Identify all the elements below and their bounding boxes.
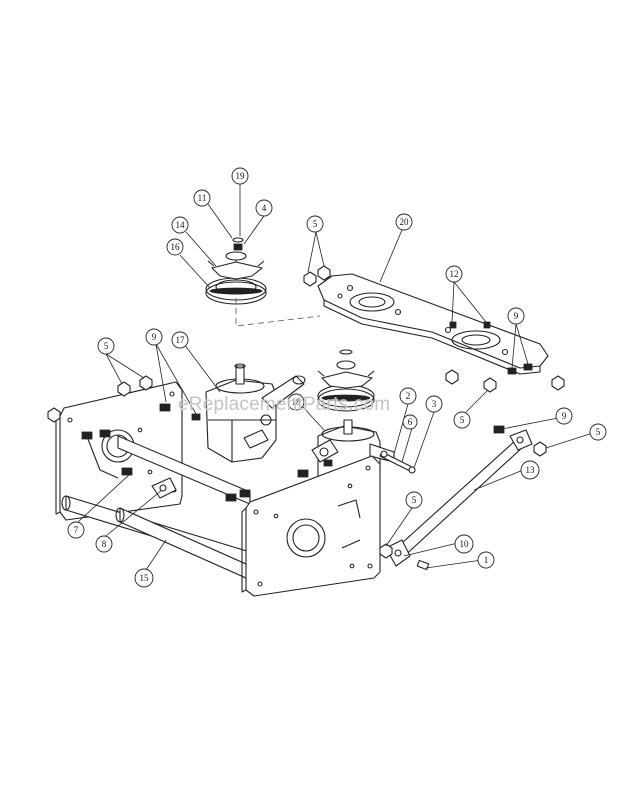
svg-text:19: 19: [236, 171, 246, 181]
callout-2: 2: [399, 387, 417, 405]
callout-18: 18: [287, 393, 305, 411]
callout-17: 17: [171, 331, 189, 349]
callout-14: 14: [171, 216, 189, 234]
right-side-plate: [241, 455, 381, 597]
svg-text:18: 18: [292, 397, 302, 407]
svg-text:9: 9: [514, 311, 519, 321]
callout-7: 7: [67, 521, 85, 539]
callout-9-right: 9: [507, 307, 525, 325]
svg-text:16: 16: [171, 242, 181, 252]
cross-tubes: [61, 435, 265, 587]
callout-4-top: 4: [255, 199, 273, 217]
svg-text:9: 9: [562, 411, 567, 421]
svg-text:5: 5: [596, 427, 601, 437]
svg-text:17: 17: [176, 335, 186, 345]
callout-5-mid: 5: [453, 411, 471, 429]
left-gearbox: [205, 363, 306, 463]
callout-15: 15: [134, 568, 154, 588]
drive-rod: [379, 450, 416, 474]
callouts: 19 11 4 14 16 5 20 12: [67, 167, 607, 588]
callout-1: 1: [477, 551, 495, 569]
callout-5-bottom: 5: [405, 491, 423, 509]
callout-20: 20: [395, 213, 413, 231]
svg-text:5: 5: [313, 219, 318, 229]
svg-text:2: 2: [406, 391, 411, 401]
callout-11: 11: [193, 189, 211, 207]
mounting-plate: [317, 273, 549, 375]
callout-9-lower: 9: [555, 407, 573, 425]
svg-text:4: 4: [262, 203, 267, 213]
svg-text:11: 11: [198, 193, 207, 203]
top-pulley-assembly: [205, 237, 321, 327]
callout-19: 19: [231, 167, 249, 185]
svg-text:13: 13: [526, 465, 536, 475]
svg-text:6: 6: [408, 417, 413, 427]
svg-text:12: 12: [450, 269, 459, 279]
callout-5-far: 5: [589, 423, 607, 441]
callout-6: 6: [402, 414, 418, 430]
svg-text:5: 5: [104, 341, 109, 351]
svg-text:5: 5: [412, 495, 417, 505]
callout-12: 12: [445, 265, 463, 283]
watermark-text: eReplacementParts.com: [178, 394, 390, 415]
svg-text:15: 15: [140, 573, 150, 583]
callout-16: 16: [166, 238, 184, 256]
callout-10: 10: [454, 534, 474, 554]
svg-text:14: 14: [176, 220, 186, 230]
svg-text:1: 1: [484, 555, 489, 565]
callout-9-left: 9: [145, 328, 163, 346]
leader-lines: [77, 184, 597, 571]
svg-text:20: 20: [400, 217, 410, 227]
link-rod: [385, 429, 533, 571]
callout-5-top: 5: [306, 215, 324, 233]
callout-13: 13: [520, 460, 540, 480]
callout-3: 3: [425, 395, 443, 413]
callout-5-left: 5: [97, 337, 115, 355]
svg-text:8: 8: [102, 539, 107, 549]
svg-text:9: 9: [152, 332, 157, 342]
svg-text:7: 7: [74, 525, 79, 535]
svg-text:3: 3: [432, 399, 437, 409]
callout-8: 8: [95, 535, 113, 553]
svg-text:5: 5: [460, 415, 465, 425]
svg-text:10: 10: [460, 539, 470, 549]
